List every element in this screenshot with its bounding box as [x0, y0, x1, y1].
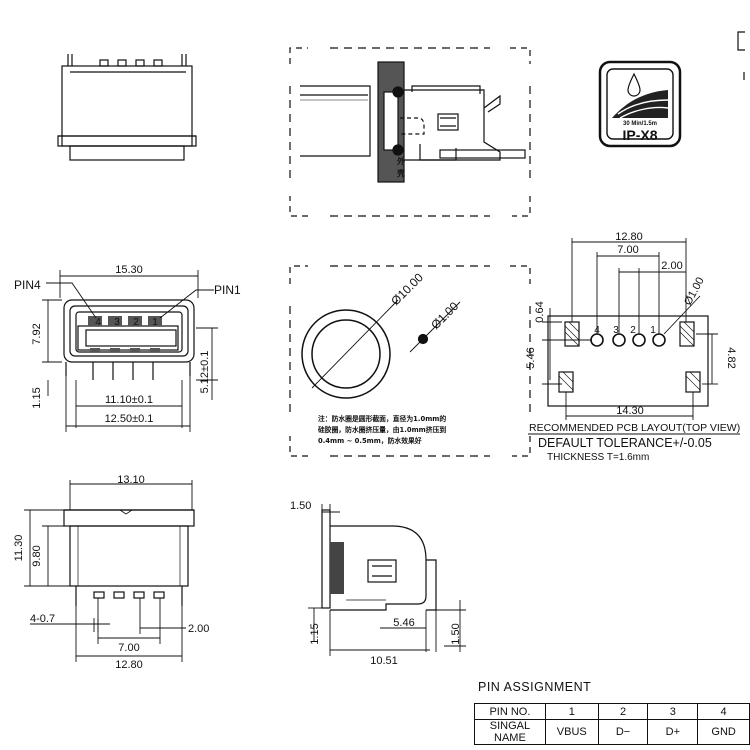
pin-no-4: 4 [697, 703, 750, 720]
pin4-label: PIN4 [14, 278, 41, 292]
signal-1: VBUS [544, 719, 599, 745]
front-dim-pitch: 2.00 [188, 623, 209, 635]
dim-outer-width: 12.50±0.1 [105, 413, 154, 425]
signal-3: D+ [647, 719, 699, 745]
pcb-hole-1: 1 [650, 325, 656, 336]
front-dim-h2: 9.80 [31, 545, 43, 566]
pcb-layout-title: RECOMMENDED PCB LAYOUT(TOP VIEW) [529, 422, 740, 434]
side-dim-bottom: 10.51 [370, 655, 398, 667]
pcb-dim-482: 4.82 [725, 347, 737, 368]
connector-front-view [24, 480, 195, 662]
pin-assignment-title: PIN ASSIGNMENT [478, 680, 592, 694]
pcb-layout-view [528, 238, 740, 435]
connector-side-view [308, 504, 466, 656]
pin-no-3: 3 [647, 703, 699, 720]
seal-note-line-1: 注：防水圈是圆形截面，直径为1.0mm的 [318, 414, 446, 423]
pcb-dim-546: 5.46 [525, 347, 537, 368]
front-dim-span: 12.80 [115, 659, 143, 671]
pcb-dim-700: 7.00 [617, 244, 638, 256]
seal-note-line-2: 硅胶圈，防水圈挤压量，由1.0mm挤压到 [318, 425, 446, 434]
signal-4: GND [697, 719, 750, 745]
pcb-thickness: THICKNESS T=1.6mm [547, 452, 649, 463]
pin-number-3: 3 [114, 317, 120, 328]
pin-number-2: 2 [133, 317, 139, 328]
signal-2: D− [597, 719, 649, 745]
dia-big: Ø10.00 [388, 270, 426, 308]
cross-section-view [289, 47, 531, 217]
seal-ring-view [289, 265, 531, 457]
signal-name-header: SINGAL NAME [474, 719, 546, 745]
dim-height: 7.92 [31, 323, 43, 344]
usb-front-view [42, 270, 218, 432]
pin-no-header: PIN NO. [474, 703, 546, 720]
front-dim-pin: 4-0.7 [30, 613, 55, 625]
side-dim-mid: 5.46 [393, 617, 414, 629]
pcb-dim-064: 0.64 [534, 301, 546, 322]
seal-note-line-3: 0.4mm ~ 0.5mm，防水效果好 [318, 436, 422, 445]
badge-rating: 30 Min/1.5m [623, 121, 657, 127]
front-dim-spacing: 7.00 [118, 642, 139, 654]
pcb-dim-200: 2.00 [661, 260, 682, 272]
dim-body-height: 5.12±0.1 [199, 351, 211, 394]
dim-foot: 1.15 [31, 387, 43, 408]
pin-no-2: 2 [597, 703, 649, 720]
side-dim-top: 1.50 [290, 500, 311, 512]
pin-assignment-table: PIN NO. 1 2 3 4 SINGAL NAME VBUS D− D+ G… [474, 703, 750, 745]
pcb-hole-2: 2 [630, 325, 636, 336]
pin1-label: PIN1 [214, 283, 241, 297]
section-label-2: 壳 [396, 168, 405, 178]
pcb-hole-3: 3 [613, 325, 619, 336]
table-row: PIN NO. 1 2 3 4 [474, 703, 750, 720]
side-dim-left: 1.15 [309, 623, 321, 644]
pin-number-4: 4 [95, 317, 101, 328]
ip-rating-badge [598, 60, 682, 148]
pcb-hole-4: 4 [594, 325, 600, 336]
pcb-tolerance: DEFAULT TOLERANCE+/-0.05 [538, 436, 712, 450]
clipped-frame-mark [737, 31, 745, 51]
pcb-dim-1430: 14.30 [616, 405, 644, 417]
connector-top-view [57, 54, 197, 161]
dim-total-width: 15.30 [115, 264, 143, 276]
side-dim-right: 1.50 [450, 623, 462, 644]
pin-no-1: 1 [544, 703, 599, 720]
dia-small: Ø1.00 [428, 299, 461, 332]
section-label-1: 外 [397, 156, 405, 166]
front-dim-width: 13.10 [117, 474, 145, 486]
badge-ip: IP-X8 [622, 127, 657, 143]
pcb-dim-1280: 12.80 [615, 231, 643, 243]
front-dim-h1: 11.30 [13, 535, 25, 562]
dim-inner-width: 11.10±0.1 [105, 394, 153, 406]
pin-number-1: 1 [152, 317, 158, 328]
table-row: SINGAL NAME VBUS D− D+ GND [474, 719, 750, 745]
